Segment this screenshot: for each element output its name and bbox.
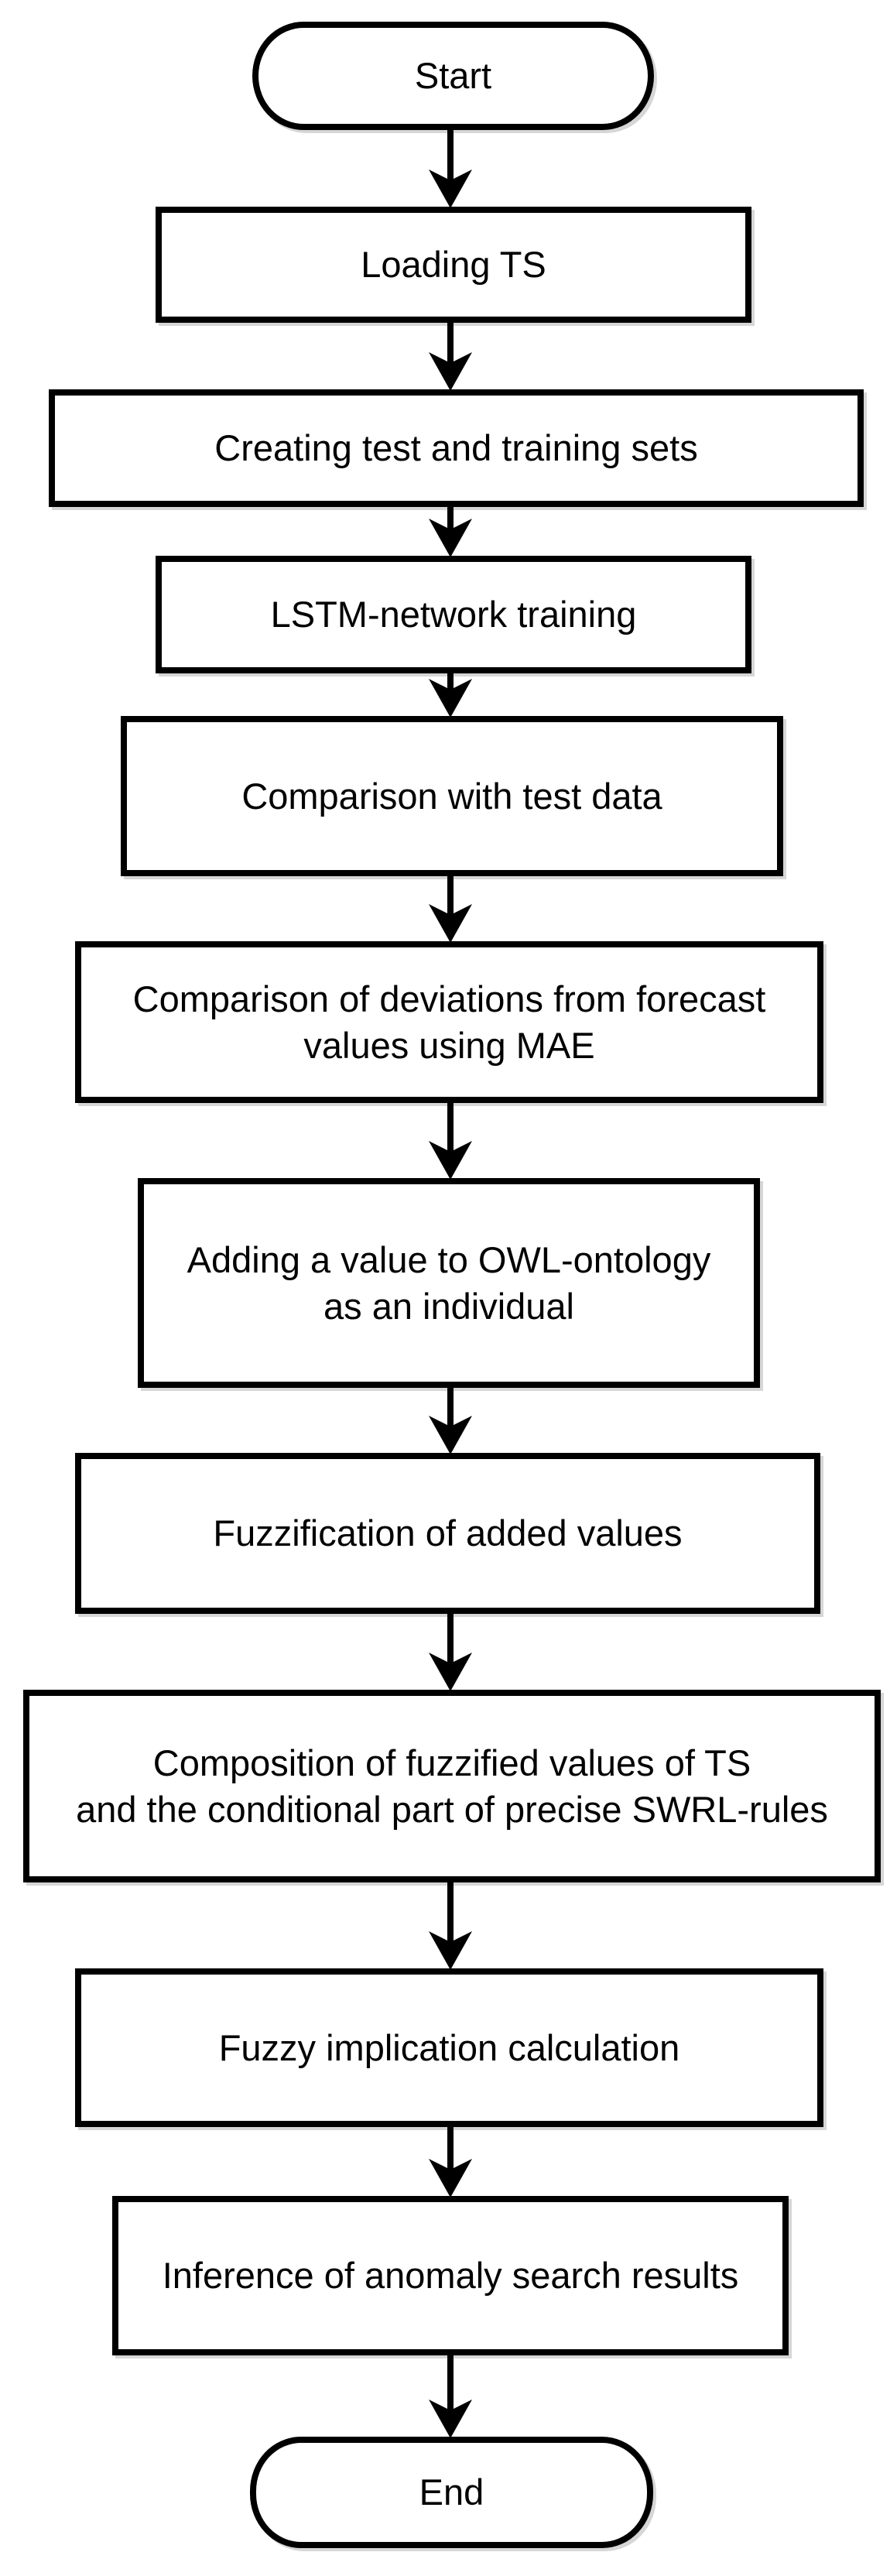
node-composition-swrl-label: Composition of fuzzified values of TS an…	[76, 1742, 828, 1830]
flow-arrow-2	[429, 321, 472, 391]
flow-arrow-1	[429, 128, 472, 208]
node-comparison-deviations-label: Comparison of deviations from forecast v…	[132, 978, 766, 1066]
arrow-shaft	[447, 875, 454, 915]
flow-arrow-3	[429, 505, 472, 557]
node-lstm-training: LSTM-network training	[156, 556, 751, 673]
node-adding-value-owl-label: Adding a value to OWL-ontology as an ind…	[187, 1239, 711, 1327]
node-start: Start	[252, 22, 654, 130]
arrow-shaft	[447, 128, 454, 180]
node-fuzzification: Fuzzification of added values	[75, 1453, 820, 1614]
node-comparison-test-data-label: Comparison with test data	[241, 775, 662, 817]
arrow-shaft	[447, 1612, 454, 1663]
node-fuzzification-label: Fuzzification of added values	[213, 1512, 683, 1554]
flow-arrow-6	[429, 1101, 472, 1180]
node-loading-ts: Loading TS	[156, 207, 751, 323]
node-lstm-training-label: LSTM-network training	[270, 594, 637, 635]
arrow-shaft	[447, 2354, 454, 2410]
node-end-label: End	[419, 2472, 484, 2513]
arrow-shaft	[447, 321, 454, 363]
arrow-shaft	[447, 1386, 454, 1427]
node-fuzzy-implication: Fuzzy implication calculation	[75, 1968, 823, 2127]
node-composition-swrl: Composition of fuzzified values of TS an…	[23, 1690, 881, 1882]
flow-arrow-4	[429, 672, 472, 718]
node-comparison-deviations: Comparison of deviations from forecast v…	[75, 941, 823, 1103]
flow-arrow-5	[429, 875, 472, 943]
flow-arrow-9	[429, 1881, 472, 1970]
node-start-label: Start	[414, 55, 492, 97]
arrow-shaft	[447, 1881, 454, 1942]
node-fuzzy-implication-label: Fuzzy implication calculation	[218, 2026, 680, 2068]
node-comparison-test-data: Comparison with test data	[121, 716, 783, 876]
flow-arrow-10	[429, 2126, 472, 2197]
node-inference-results-label: Inference of anomaly search results	[162, 2255, 739, 2297]
node-end: End	[250, 2437, 653, 2548]
flow-arrow-8	[429, 1612, 472, 1691]
node-creating-sets-label: Creating test and training sets	[214, 427, 698, 469]
node-adding-value-owl: Adding a value to OWL-ontology as an ind…	[138, 1178, 760, 1388]
flow-arrow-11	[429, 2354, 472, 2438]
arrow-shaft	[447, 1101, 454, 1152]
node-loading-ts-label: Loading TS	[361, 244, 546, 286]
flow-arrow-7	[429, 1386, 472, 1454]
node-inference-results: Inference of anomaly search results	[112, 2196, 789, 2355]
arrow-shaft	[447, 672, 454, 690]
arrow-shaft	[447, 505, 454, 529]
node-creating-sets: Creating test and training sets	[49, 389, 864, 507]
arrow-shaft	[447, 2126, 454, 2170]
